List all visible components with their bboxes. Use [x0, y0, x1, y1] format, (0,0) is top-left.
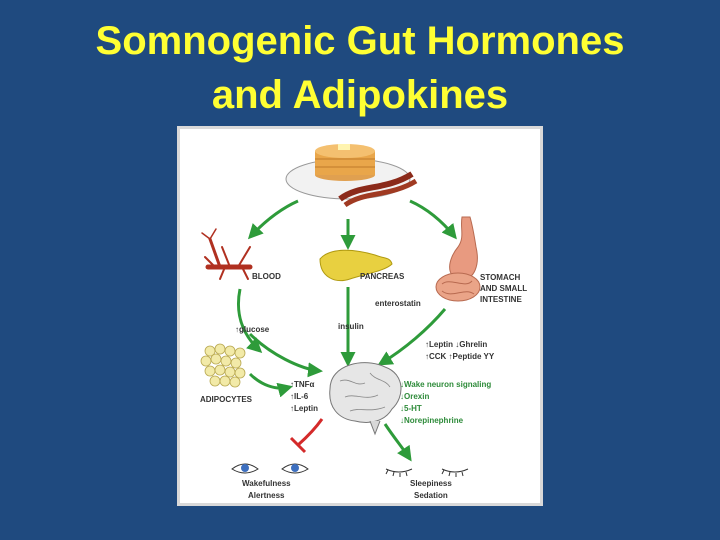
alertness-label: Alertness — [248, 491, 285, 500]
pancreas-label: PANCREAS — [360, 272, 405, 281]
arrow-brain-to-sleepiness — [385, 424, 410, 459]
arrow-plate-to-stomach — [410, 201, 455, 237]
orexin-label: ↓Orexin — [400, 392, 429, 401]
closed-eyes-icon — [386, 469, 468, 477]
arrow-plate-to-blood — [250, 201, 298, 237]
cck-pyy-label: ↑CCK ↑Peptide YY — [425, 352, 495, 361]
slide-title-line1: Somnogenic Gut Hormones — [0, 18, 720, 64]
open-eyes-icon — [232, 464, 308, 473]
sedation-label: Sedation — [414, 491, 448, 500]
breakfast-plate-illustration — [286, 144, 416, 205]
stomach-intestine-illustration — [436, 217, 480, 301]
brain-illustration — [330, 363, 401, 434]
serotonin-label: ↓5-HT — [400, 404, 422, 413]
leptin-ghrelin-label: ↑Leptin ↓Ghrelin — [425, 340, 487, 349]
stomach-label-line3: INTESTINE — [480, 295, 522, 304]
arrow-blood-to-brain — [250, 334, 320, 371]
insulin-label: insulin — [338, 322, 364, 331]
diagram-panel: BLOOD PANCREAS STOMACH AND SMALL INTESTI… — [177, 126, 543, 506]
diagram-svg: BLOOD PANCREAS STOMACH AND SMALL INTESTI… — [180, 129, 540, 503]
norepinephrine-label: ↓Norepinephrine — [400, 416, 464, 425]
wake-signaling-label: ↓Wake neuron signaling — [400, 380, 491, 389]
inhibition-symbol — [291, 419, 322, 452]
il6-label: ↑IL-6 — [290, 392, 309, 401]
arrow-adipocytes-to-brain — [250, 374, 290, 388]
stomach-label-line2: AND SMALL — [480, 284, 527, 293]
blood-label: BLOOD — [252, 272, 281, 281]
blood-vessel-illustration — [202, 229, 250, 279]
wakefulness-label: Wakefulness — [242, 479, 291, 488]
enterostatin-label: enterostatin — [375, 299, 421, 308]
leptin-label: ↑Leptin — [290, 404, 318, 413]
stomach-label-line1: STOMACH — [480, 273, 521, 282]
sleepiness-label: Sleepiness — [410, 479, 452, 488]
glucose-label: ↑glucose — [235, 325, 270, 334]
tnf-label: ↑TNFα — [290, 380, 315, 389]
slide-title-line2: and Adipokines — [0, 72, 720, 118]
adipocytes-illustration — [201, 344, 245, 387]
adipocytes-label: ADIPOCYTES — [200, 395, 253, 404]
